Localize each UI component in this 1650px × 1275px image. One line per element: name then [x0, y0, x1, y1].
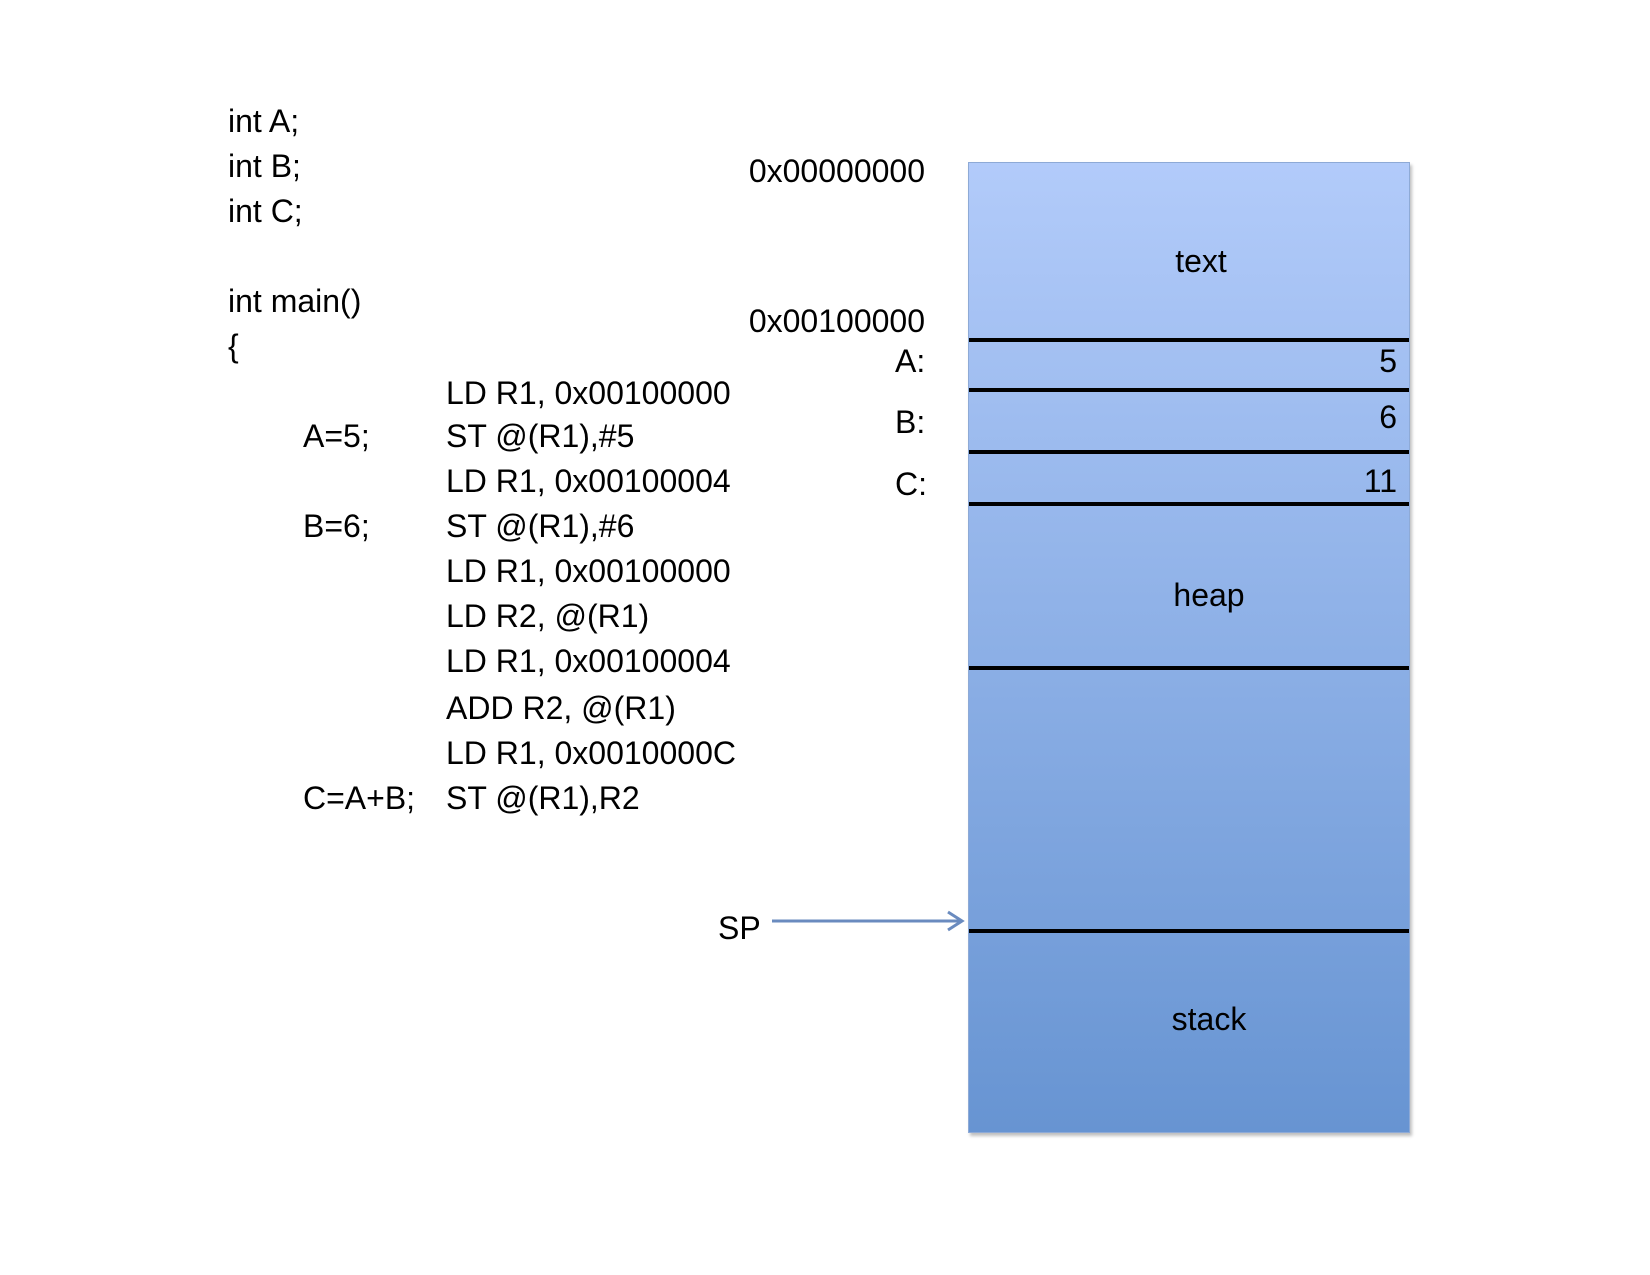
divider [969, 338, 1409, 342]
segment-text: text [1175, 243, 1227, 279]
instruction-line: ST @(R1),#5 [446, 418, 635, 454]
address-data: 0x00100000 [748, 303, 925, 339]
stmt-a-assign: A=5; [303, 418, 370, 454]
instruction-line: ADD R2, @(R1) [446, 690, 676, 726]
decl-int-b: int B; [228, 148, 301, 184]
instruction-line: LD R1, 0x00100000 [446, 375, 731, 411]
sp-arrow-icon [772, 910, 965, 932]
instruction-line: ST @(R1),R2 [446, 780, 640, 816]
decl-int-a: int A; [228, 103, 300, 139]
var-label-a: A: [895, 343, 926, 379]
stmt-b-assign: B=6; [303, 508, 370, 544]
instruction-line: LD R1, 0x00100000 [446, 553, 731, 589]
divider [969, 666, 1409, 670]
stmt-c-assign: C=A+B; [303, 780, 416, 816]
var-label-c: C: [895, 466, 927, 502]
cell-value-b: 6 [1379, 399, 1397, 435]
cell-value-c: 11 [1363, 463, 1397, 499]
sp-label: SP [718, 910, 761, 946]
main-signature: int main() [228, 283, 362, 319]
var-label-b: B: [895, 404, 926, 440]
divider [969, 929, 1409, 933]
open-brace: { [228, 328, 239, 364]
decl-int-c: int C; [228, 193, 303, 229]
instruction-line: ST @(R1),#6 [446, 508, 635, 544]
instruction-line: LD R2, @(R1) [446, 598, 650, 634]
instruction-line: LD R1, 0x00100004 [446, 643, 731, 679]
cell-value-a: 5 [1379, 343, 1397, 379]
divider [969, 502, 1409, 506]
address-top: 0x00000000 [748, 153, 925, 189]
instruction-line: LD R1, 0x0010000C [446, 735, 736, 771]
memory-layout: text 5 6 11 heap stack [968, 162, 1410, 1133]
divider [969, 388, 1409, 392]
instruction-line: LD R1, 0x00100004 [446, 463, 731, 499]
divider [969, 450, 1409, 454]
segment-stack: stack [1171, 1001, 1247, 1037]
segment-heap: heap [1173, 577, 1245, 613]
